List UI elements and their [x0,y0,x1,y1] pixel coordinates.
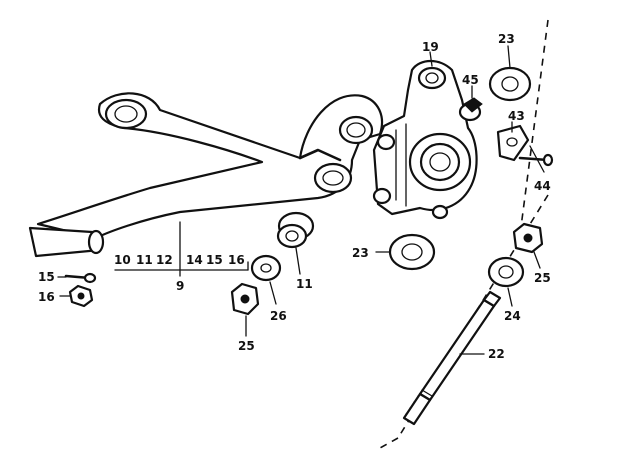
callout-15: 15 [38,270,55,284]
callout-16-group: 16 [228,253,245,267]
hub-center [429,152,451,172]
centerline-end [379,437,399,449]
bracket-43 [496,124,530,162]
bushing-23-top [488,66,532,102]
bolt-22 [402,290,502,426]
bolt-44 [518,153,554,167]
nut-25-right [512,222,544,254]
callout-12: 12 [156,253,173,267]
arm-pivot-bore-lower [322,170,344,186]
knuckle-hub-assembly [372,59,482,220]
knuckle-stud-bottom [431,204,449,220]
knuckle-rib-lines [395,123,407,207]
arm-front-bore [87,229,105,255]
callout-10: 10 [114,253,131,267]
leader-23-top [507,45,511,69]
callout-23-lower: 23 [352,246,369,260]
leader-44 [529,145,545,173]
callout-43: 43 [508,109,525,123]
knuckle-top-eye [417,66,447,90]
callout-26: 26 [270,309,287,323]
leader-11 [295,247,301,275]
callout-45: 45 [462,73,479,87]
hub-bearing [419,142,461,182]
nut-16 [68,284,94,308]
nut-25-left [230,282,260,316]
cotter-pin-15 [64,272,97,284]
washer-26 [250,254,282,282]
bushing-11 [276,211,315,249]
grease-nipple-45 [463,97,483,113]
callout-15-group: 15 [206,253,223,267]
arm-bushing-eye-left [104,98,148,130]
arm-pivot-eye-lower [313,162,353,194]
arm-pivot-bore-upper [346,122,366,138]
washer-24 [487,256,525,288]
arm-pivot-eye-upper [338,115,374,145]
callout-19: 19 [422,40,439,54]
callout-23-top: 23 [498,32,515,46]
arm-edge-line [149,161,263,189]
arm-web-line [298,148,342,162]
knuckle-stud-upper [376,133,396,151]
callout-25-right: 25 [534,271,551,285]
callout-16: 16 [38,290,55,304]
callout-24: 24 [504,309,521,323]
callout-14: 14 [186,253,203,267]
callout-11-bushing: 11 [296,277,313,291]
knuckle-stud-lower [372,187,392,205]
callout-22: 22 [488,347,505,361]
arm-bushing-bore-left [114,105,138,123]
leader-19 [429,51,433,67]
arm-outline [36,92,384,240]
callout-11: 11 [136,253,153,267]
trailing-arm [28,92,384,258]
knuckle-top-bore [425,72,439,84]
bushing-23-lower [388,233,436,271]
leader-24 [507,287,513,307]
callout-44: 44 [534,179,551,193]
leader-25-right [533,251,541,269]
callout-9: 9 [176,279,184,293]
callout-25-left: 25 [238,339,255,353]
leader-26 [269,281,277,305]
